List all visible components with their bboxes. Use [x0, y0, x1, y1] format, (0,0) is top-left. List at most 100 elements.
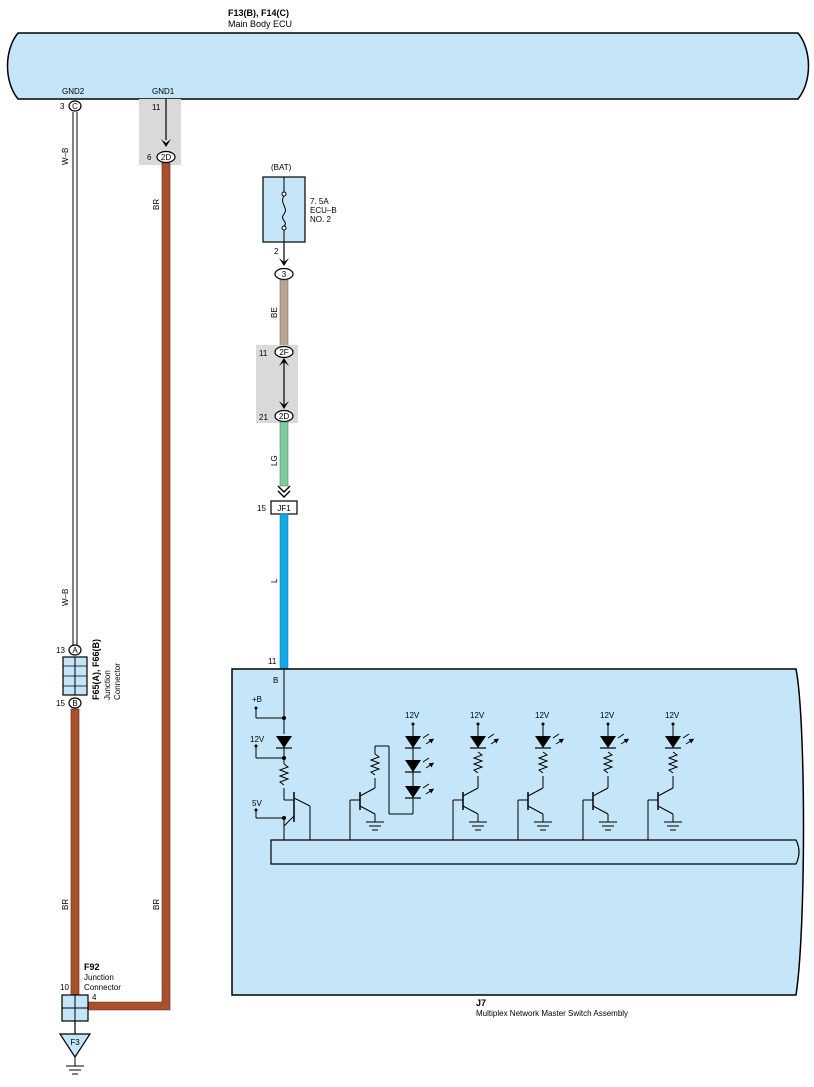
- left-ground-circuit: 3 C W–B W–B 13 A F65(A), F66(B) Junction…: [56, 100, 122, 997]
- input-resistor-icon: [278, 763, 290, 786]
- input-transistor-collector: [293, 797, 311, 807]
- wire-color-l: L: [270, 578, 279, 583]
- supply-12v-a-node: [282, 756, 286, 760]
- led-supply-1: 12V: [405, 711, 420, 720]
- ecu-id: F13(B), F14(C): [228, 8, 289, 18]
- led-icon: [470, 736, 486, 748]
- gnd2-connector: [68, 100, 82, 112]
- junction-f65-name1: Junction: [103, 670, 112, 700]
- led-1c-emission: [422, 783, 432, 795]
- stage-5-transistor-emitter: [657, 805, 674, 815]
- switch-assembly: J7 Multiplex Network Master Switch Assem…: [231, 668, 805, 1018]
- led-supply-2: 12V: [470, 711, 485, 720]
- ground-triangle: [58, 1033, 92, 1059]
- fuse-rating: 7. 5A: [310, 197, 329, 206]
- conn-jf1-pin: 15: [257, 504, 266, 513]
- input-transistor-emitter: [283, 815, 295, 827]
- fuse-terminal-top: [281, 191, 287, 197]
- stage-3-transistor-emitter: [527, 805, 544, 815]
- wire-color-br-mid-top: BR: [152, 199, 161, 210]
- gnd2-connector-code: C: [72, 102, 78, 111]
- junction-f65-conn-bottom: [68, 697, 82, 709]
- led-stage-2: 12V: [452, 711, 497, 840]
- wire-color-br-mid-bottom: BR: [152, 899, 161, 910]
- junction-f92-pin-left: 10: [60, 983, 69, 992]
- led-icon: [600, 736, 616, 748]
- junction-f92-pin-right: 4: [92, 993, 97, 1002]
- led-4-emission: [617, 733, 627, 745]
- conn-2d: [274, 409, 294, 423]
- conn-2d-arrow: [279, 401, 289, 409]
- supply-5v: 5V: [252, 799, 262, 808]
- stage-3-transistor-collector: [527, 787, 544, 797]
- resistor-icon: [537, 751, 549, 774]
- power-circuit: (BAT) 7. 5A ECU–B NO. 2 2 3 BE 11 2F 21 …: [256, 163, 337, 670]
- gnd1-arrow: [161, 139, 171, 147]
- br-wire-mid: [78, 162, 171, 1011]
- gnd2-label: GND2: [62, 87, 85, 96]
- fuse-icon: [282, 195, 286, 227]
- led-3-emission: [552, 733, 562, 745]
- led-stage-4: 12V: [582, 711, 627, 840]
- resistor-icon: [472, 751, 484, 774]
- wire-lg: [279, 421, 289, 487]
- led-5-emission: [682, 733, 692, 745]
- conn-2d-code: 2D: [279, 412, 289, 421]
- switch-assembly-name: Multiplex Network Master Switch Assembly: [476, 1009, 628, 1018]
- ecu-name: Main Body ECU: [228, 19, 292, 29]
- triple-transistor-collector: [359, 787, 376, 797]
- stage-4-transistor-emitter: [592, 805, 609, 815]
- conn-2d-pin: 21: [259, 413, 268, 422]
- fuse-terminal-bottom: [281, 225, 287, 231]
- led-icon: [535, 736, 551, 748]
- wire-color-wb-mid: W–B: [61, 589, 70, 606]
- wire-be: [279, 279, 289, 347]
- junction-f92-name2: Connector: [84, 983, 121, 992]
- jf1-chevron-2: [277, 490, 291, 498]
- junction-f65-conn-top-code: A: [72, 646, 78, 655]
- wire-color-be: BE: [270, 307, 279, 318]
- wire-color-br-left: BR: [61, 899, 70, 910]
- junction-f65-pin-top: 13: [56, 646, 65, 655]
- stage-2-transistor-collector: [462, 787, 479, 797]
- junction-f92-id: F92: [84, 962, 100, 972]
- led-icon: [405, 736, 421, 748]
- stage-2-transistor-emitter: [462, 805, 479, 815]
- supply-12v-a: 12V: [250, 735, 265, 744]
- internal-bus: [270, 839, 800, 865]
- gnd2-pin: 3: [60, 102, 65, 111]
- led-supply-5: 12V: [665, 711, 680, 720]
- conn-2d-gnd: [156, 150, 176, 164]
- wire-color-wb-top: W–B: [61, 148, 70, 165]
- junction-f65-id: F65(A), F66(B): [91, 639, 101, 700]
- led-2-emission: [487, 733, 497, 745]
- led-1b-emission: [422, 757, 432, 769]
- conn-2d-gnd-code: 2D: [161, 153, 171, 162]
- switch-assy-pin: 11: [268, 657, 277, 666]
- wire-color-lg: LG: [270, 455, 279, 466]
- led-1a-emission: [422, 733, 432, 745]
- resistor-icon: [602, 751, 614, 774]
- fuse-arrow: [279, 258, 289, 266]
- wire-l: [279, 513, 289, 670]
- gnd1-pin: 11: [152, 103, 161, 112]
- br-wire-left: [70, 708, 80, 997]
- supply-plus-b: +B: [252, 695, 262, 704]
- fuse-name2: NO. 2: [310, 215, 331, 224]
- junction-f92-name1: Junction: [84, 973, 114, 982]
- led-icon: [405, 786, 421, 798]
- led-icon: [665, 736, 681, 748]
- conn-2f-2d-shade: [256, 345, 298, 423]
- stage-4-transistor-collector: [592, 787, 609, 797]
- conn-jf1-code: JF1: [277, 504, 291, 513]
- conn-2f-code: 2F: [279, 348, 288, 357]
- fuse-connector-code: 3: [282, 270, 287, 279]
- junction-f65-conn-top: [68, 644, 82, 656]
- gnd1-circuit: 11 6 2D BR BR: [78, 99, 181, 1011]
- conn-2d-gnd-pin: 6: [147, 153, 152, 162]
- led-icon: [405, 760, 421, 772]
- fuse-pin: 2: [274, 247, 279, 256]
- switch-assy-pin-name: B: [273, 676, 278, 685]
- conn-2f: [274, 345, 294, 359]
